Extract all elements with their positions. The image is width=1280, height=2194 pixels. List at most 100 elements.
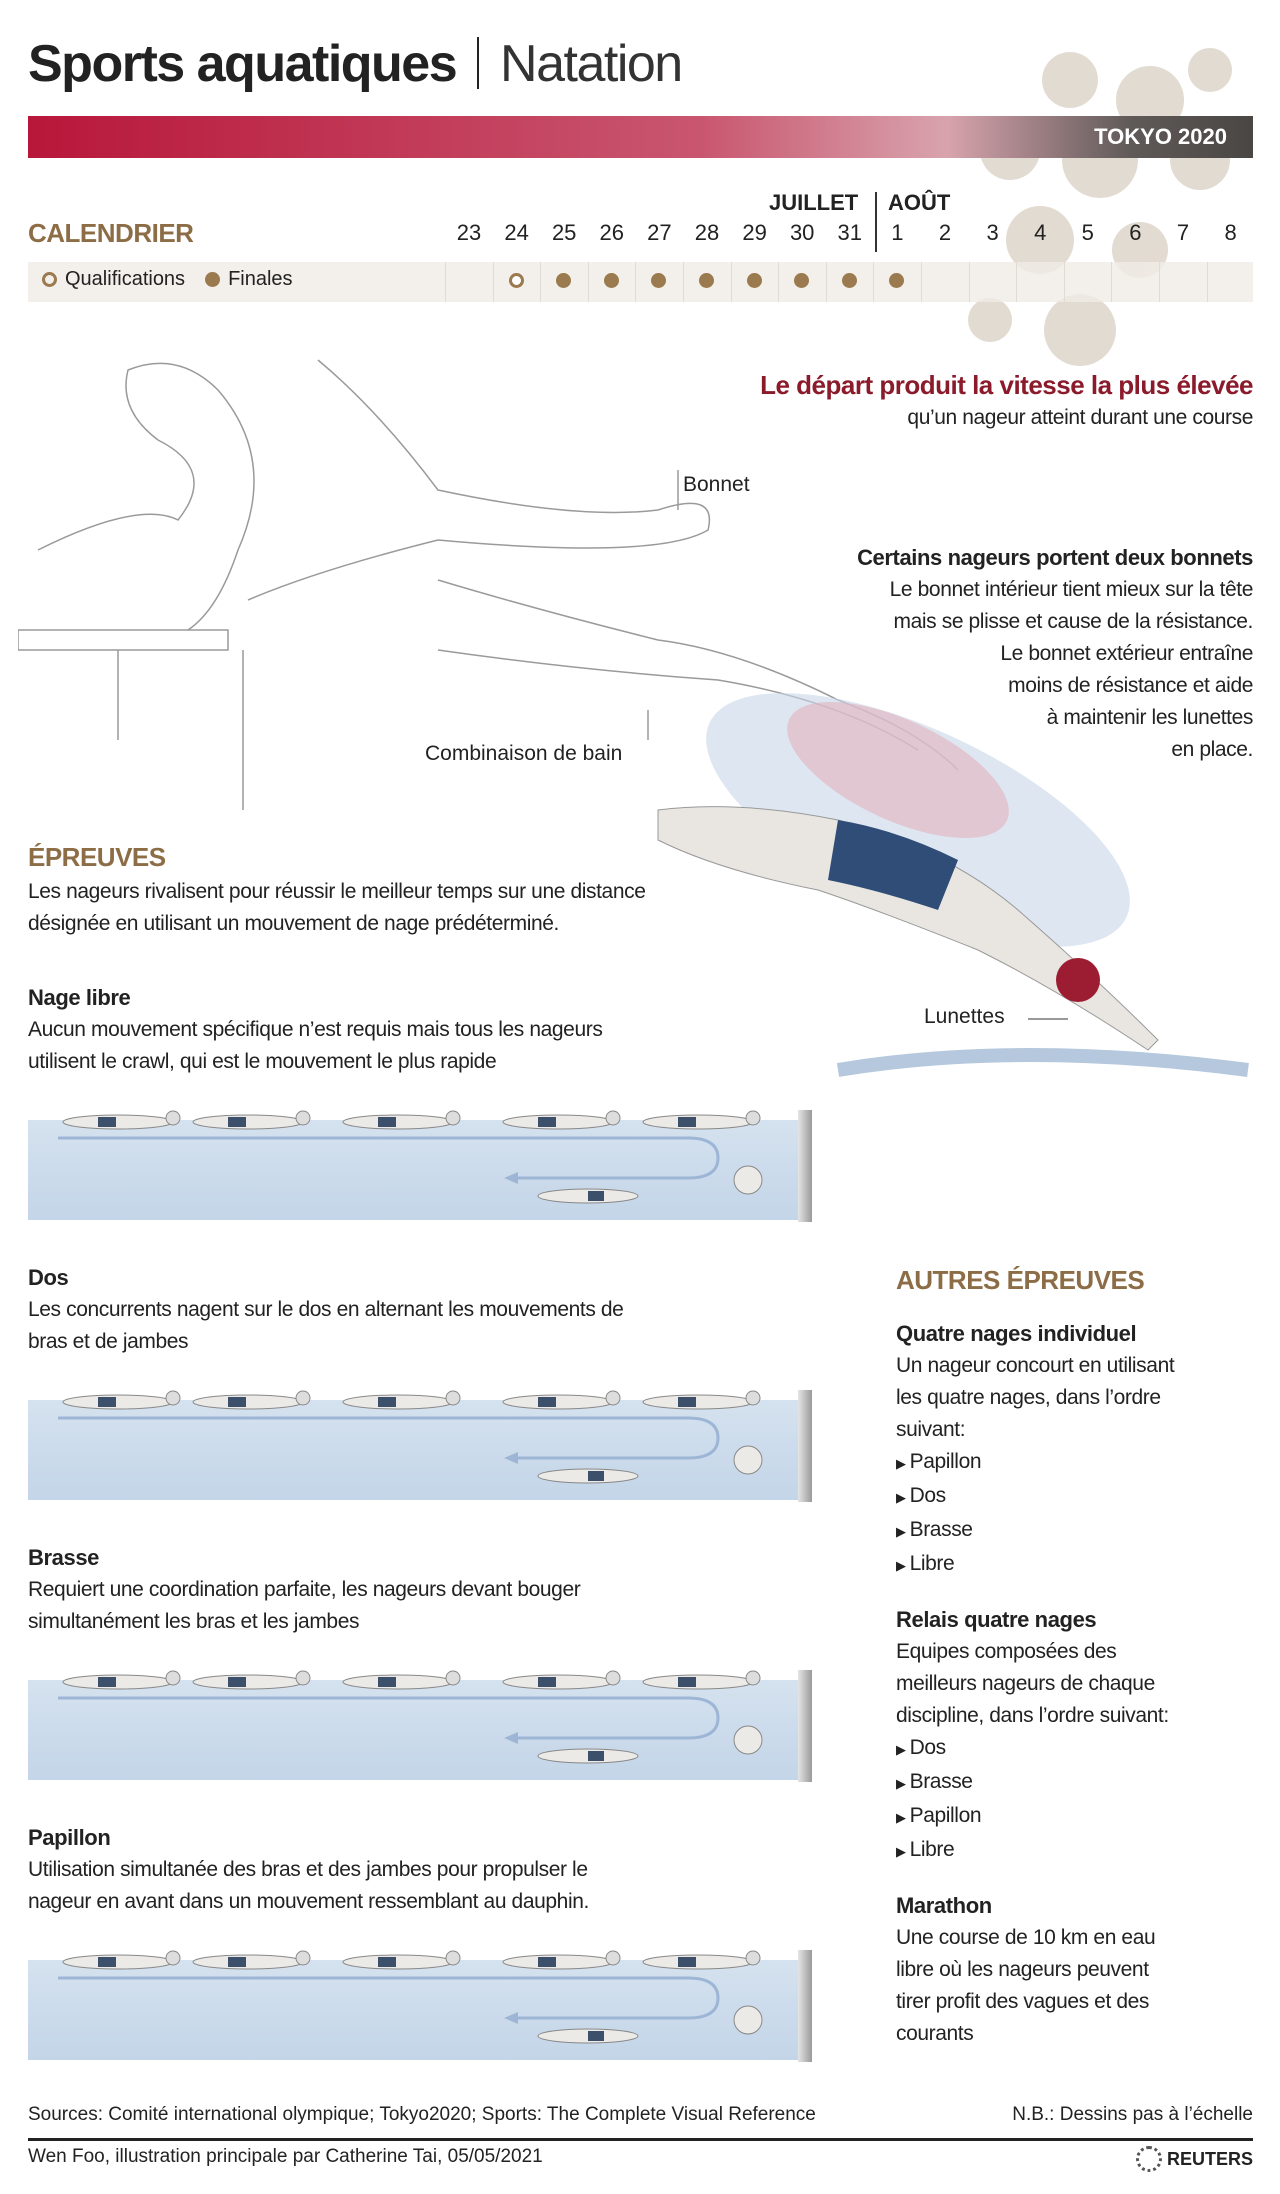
other-event-title: Marathon	[896, 1893, 992, 1918]
calendar-day: 29	[742, 220, 767, 245]
calendar-column-divider	[968, 262, 970, 302]
pool-wall	[798, 1670, 812, 1782]
other-event-line: discipline, dans l’ordre suivant:	[896, 1704, 1169, 1727]
swimmer-icon	[342, 1670, 461, 1690]
title-light: Natation	[500, 35, 683, 93]
swimmer-icon	[192, 1390, 311, 1410]
finales-dot	[699, 273, 714, 288]
turning-swimmer-icon	[537, 1725, 763, 1764]
swimmer-icon	[192, 1670, 311, 1690]
caps-line: moins de résistance et aide	[1008, 674, 1253, 697]
calendar-column-divider	[825, 262, 827, 302]
caps-line: à maintenir les lunettes	[1046, 706, 1254, 729]
banner-label: TOKYO 2020	[1094, 124, 1227, 149]
stroke-title: Dos	[28, 1265, 69, 1290]
order-item-label: Brasse	[909, 1770, 973, 1793]
reuters-logo: REUTERS	[1135, 2146, 1253, 2172]
calendar-column-divider	[730, 262, 732, 302]
order-item-label: Dos	[909, 1736, 947, 1759]
order-item-label: Libre	[909, 1838, 955, 1861]
intro-subheading: qu’un nageur atteint durant une course	[907, 406, 1253, 429]
order-item: ▶Dos	[896, 1732, 1256, 1766]
triangle-bullet-icon: ▶	[896, 1456, 906, 1471]
other-event-line: libre où les nageurs peuvent	[896, 1958, 1149, 1981]
cherry-blossom-decoration	[968, 48, 1232, 366]
swimmer-icon	[502, 1670, 621, 1690]
footer-divider	[28, 2138, 1253, 2141]
swimmer-icon	[502, 1110, 621, 1130]
order-item-label: Brasse	[909, 1518, 973, 1541]
swimmer-icon	[62, 1110, 181, 1130]
calendar-column-divider	[1063, 262, 1065, 302]
events-intro: Les nageurs rivalisent pour réussir le m…	[28, 876, 646, 940]
calendar-column-divider	[587, 262, 589, 302]
pool-wall	[798, 1950, 812, 2062]
caps-line: Le bonnet intérieur tient mieux sur la t…	[889, 578, 1254, 601]
finales-dot	[746, 273, 762, 288]
turning-swimmer-icon	[537, 1445, 763, 1484]
stroke-description: simultanément les bras et les jambes	[28, 1610, 360, 1633]
calendar-column-divider	[540, 262, 542, 302]
stroke-description: bras et de jambes	[28, 1330, 189, 1353]
calendar-day: 7	[1176, 220, 1190, 245]
swimmer-icon	[502, 1950, 621, 1970]
calendar-day: 5	[1081, 220, 1094, 245]
order-item-label: Papillon	[909, 1804, 982, 1827]
calendar-day: 3	[986, 220, 999, 245]
scale-note: N.B.: Dessins pas à l’échelle	[1012, 2104, 1253, 2125]
finales-dot	[889, 273, 905, 288]
calendar-column-divider	[873, 262, 875, 302]
other-event-line: suivant:	[896, 1418, 966, 1441]
swimmer-icon	[62, 1390, 181, 1410]
other-event-title: Quatre nages individuel	[896, 1321, 1137, 1346]
pool-wall	[798, 1110, 812, 1222]
qualifications-icon	[42, 272, 57, 287]
calendar-day: 6	[1129, 220, 1142, 245]
title-bold: Sports aquatiques	[28, 35, 458, 93]
pool-diagram	[28, 1390, 812, 1502]
stroke-description: Aucun mouvement spécifique n’est requis …	[28, 1018, 603, 1041]
calendar-day: 27	[647, 220, 672, 245]
finales-dot	[794, 273, 810, 288]
reuters-icon	[1135, 2146, 1162, 2172]
stroke-title: Brasse	[28, 1545, 99, 1570]
other-event-line: tirer profit des vagues et des	[896, 1990, 1149, 2013]
stroke-description: Requiert une coordination parfaite, les …	[28, 1578, 581, 1601]
turning-swimmer-icon	[537, 2005, 763, 2044]
calendar-column-divider	[778, 262, 780, 302]
order-item: ▶Dos	[896, 1480, 1256, 1514]
caps-heading: Certains nageurs portent deux bonnets	[857, 545, 1253, 570]
legend-finales: Finales	[228, 268, 293, 290]
dive-start-illustration	[18, 359, 1249, 1077]
order-item: ▶Brasse	[896, 1514, 1256, 1548]
triangle-bullet-icon: ▶	[896, 1558, 906, 1573]
month-august: AOÛT	[888, 190, 951, 215]
triangle-bullet-icon: ▶	[896, 1844, 906, 1859]
legend-qualifications: Qualifications	[65, 268, 186, 290]
finales-dot	[603, 273, 619, 288]
calendar-day: 25	[551, 220, 577, 245]
caps-note: Certains nageurs portent deux bonnets Le…	[653, 542, 1253, 766]
swimmer-path	[58, 1670, 763, 1764]
calendar-day: 26	[599, 220, 625, 245]
caps-line: mais se plisse et cause de la résistance…	[893, 610, 1254, 633]
calendar-day: 23	[456, 220, 482, 245]
other-event-line: Equipes composées des	[896, 1640, 1117, 1663]
triangle-bullet-icon: ▶	[896, 1490, 906, 1505]
swimmer-icon	[62, 1670, 181, 1690]
other-event-line: Une course de 10 km en eau	[896, 1926, 1156, 1949]
swimmer-icon	[342, 1110, 461, 1130]
qualifications-dot	[508, 273, 524, 288]
events-heading: ÉPREUVES	[28, 842, 166, 872]
month-july: JUILLET	[769, 190, 859, 215]
swimmer-icon	[192, 1950, 311, 1970]
order-item: ▶Papillon	[896, 1800, 1256, 1834]
order-item: ▶Libre	[896, 1834, 1256, 1868]
order-item: ▶Papillon	[896, 1446, 1256, 1480]
pool-diagram	[28, 1110, 812, 1222]
other-event-title: Relais quatre nages	[896, 1607, 1097, 1632]
